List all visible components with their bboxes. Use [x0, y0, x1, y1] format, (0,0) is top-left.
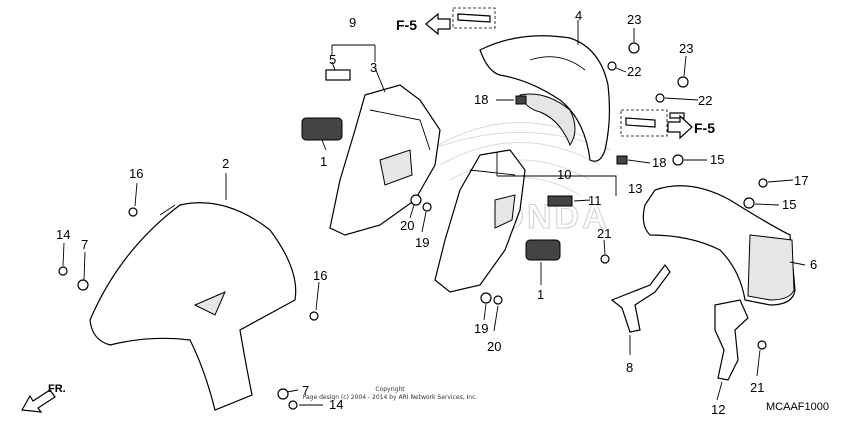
callout-13: 13 [628, 181, 642, 196]
callout-18a: 18 [474, 92, 488, 107]
diagram-code: MCAAF1000 [766, 401, 829, 413]
callout-22a: 22 [627, 64, 641, 79]
f5-arrow-right: F-5 [667, 112, 715, 140]
f5-label-right: F-5 [694, 120, 715, 136]
callout-5: 5 [329, 52, 336, 67]
callout-15a: 15 [710, 152, 724, 167]
front-fender-part [89, 202, 297, 411]
front-direction-arrow: FR. [21, 383, 66, 413]
copyright-line2: Page design (c) 2004 - 2014 by ARI Netwo… [303, 394, 478, 401]
callout-14b: 14 [329, 397, 343, 412]
callout-4: 4 [575, 8, 582, 23]
rubber-1-left [301, 117, 343, 141]
f5-label-top: F-5 [396, 17, 417, 33]
callout-23a: 23 [627, 12, 641, 27]
callout-8: 8 [626, 360, 633, 375]
callout-21a: 21 [597, 226, 611, 241]
clip-18-top [515, 95, 527, 105]
callout-20b: 20 [487, 339, 501, 354]
rubber-11 [547, 195, 573, 207]
rubber-5 [325, 69, 351, 81]
callout-21b: 21 [750, 380, 764, 395]
callout-1a: 1 [320, 154, 327, 169]
clip-18-right [616, 155, 628, 165]
callout-2: 2 [222, 156, 229, 171]
callout-7b: 7 [302, 383, 309, 398]
callout-labels: 9 5 3 1 2 16 14 7 16 7 14 4 23 22 23 22 … [56, 8, 817, 417]
f5-arrow-top: F-5 [396, 12, 451, 36]
callout-12: 12 [711, 402, 725, 417]
callout-7a: 7 [81, 237, 88, 252]
callout-1b: 1 [537, 287, 544, 302]
callout-10: 10 [557, 167, 571, 182]
rubber-1-right [525, 239, 561, 261]
callout-19a: 19 [415, 235, 429, 250]
callout-16a: 16 [129, 166, 143, 181]
callout-14a: 14 [56, 227, 70, 242]
callout-16b: 16 [313, 268, 327, 283]
callout-19b: 19 [474, 321, 488, 336]
small-parts [58, 42, 768, 410]
callout-23b: 23 [679, 41, 693, 56]
leader-lines [62, 20, 806, 406]
callout-20a: 20 [400, 218, 414, 233]
callout-15b: 15 [782, 197, 796, 212]
seat-cowl-part [642, 185, 796, 306]
bracket-12-part [714, 299, 749, 381]
callout-22b: 22 [698, 93, 712, 108]
callout-11: 11 [588, 193, 602, 208]
callout-6: 6 [810, 257, 817, 272]
callout-17: 17 [794, 173, 808, 188]
callout-18b: 18 [652, 155, 666, 170]
right-cover-part [434, 149, 526, 293]
rear-fender-part [479, 35, 611, 162]
callout-3: 3 [370, 60, 377, 75]
left-cover-part [329, 84, 441, 236]
copyright-line1: Copyright [375, 386, 405, 393]
callout-9: 9 [349, 15, 356, 30]
bracket-8-part [610, 263, 671, 333]
fr-label: FR. [48, 383, 66, 395]
